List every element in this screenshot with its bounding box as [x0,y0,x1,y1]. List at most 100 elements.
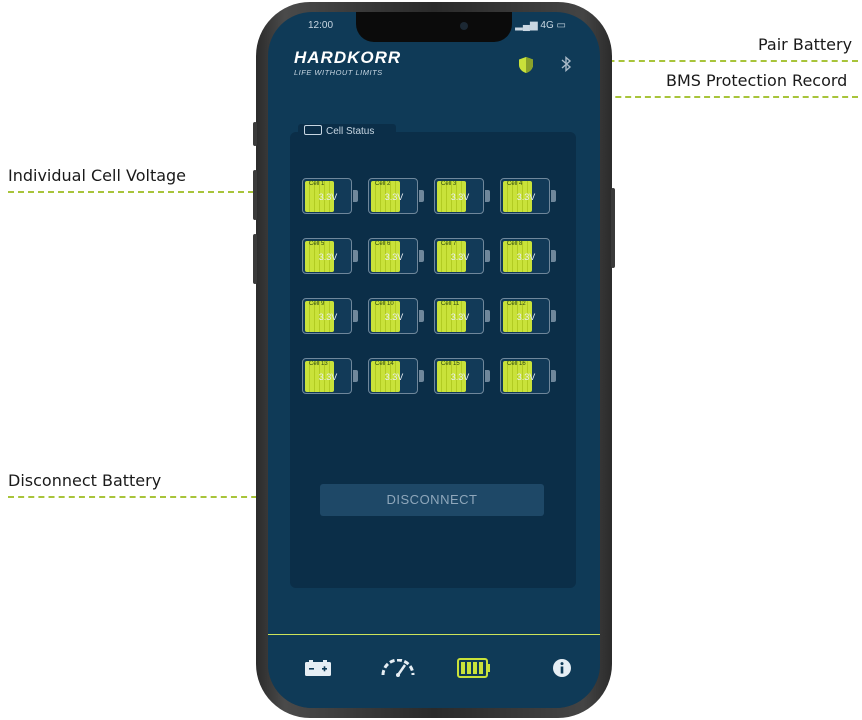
phone-volume-down [253,234,257,284]
cell-voltage: 3.3V [450,192,470,202]
bms-protection-record-callout: BMS Protection Record [666,71,848,90]
cell-terminal [419,250,424,262]
phone-notch [356,12,512,42]
cell-voltage: 3.3V [516,252,536,262]
cell-label: Cell 10 [375,301,394,307]
cell-charge-fill [503,361,532,392]
disconnect-button[interactable]: DISCONNECT [320,484,544,516]
cell-terminal [419,310,424,322]
cell-terminal [551,250,556,262]
individual-cell-voltage-callout: Individual Cell Voltage [8,166,187,185]
cell-label: Cell 8 [507,241,523,247]
cell-terminal [353,250,358,262]
cell-charge-fill [305,241,334,272]
cell-charge-fill [437,181,466,212]
cell-voltage: 3.3V [450,312,470,322]
shield-icon[interactable] [518,56,534,78]
cell-body: Cell 10 3.3V [368,298,418,334]
cell-status-tab: Cell Status [298,124,397,140]
cell-body: Cell 6 3.3V [368,238,418,274]
gauge-icon[interactable] [378,657,418,679]
battery-mini-icon [304,125,322,136]
cell-charge-fill [503,241,532,272]
cell-body: Cell 11 3.3V [434,298,484,334]
cell-label: Cell 9 [309,301,325,307]
cell-body: Cell 8 3.3V [500,238,550,274]
cell-charge-fill [305,301,334,332]
network-label: 4G [540,20,554,31]
app-tagline: LIFE WITHOUT LIMITS [294,68,383,77]
cell-charge-fill [371,241,400,272]
cell-charge-fill [371,181,400,212]
cell-battery: Cell 8 3.3V [500,238,556,274]
cell-voltage: 3.3V [318,312,338,322]
cell-charge-fill [371,361,400,392]
pair-battery-leader [578,60,858,62]
cell-terminal [551,310,556,322]
cell-voltage: 3.3V [384,312,404,322]
cell-body: Cell 9 3.3V [302,298,352,334]
bluetooth-icon[interactable] [560,55,572,75]
cell-voltage: 3.3V [318,252,338,262]
cell-charge-fill [437,361,466,392]
cell-voltage: 3.3V [516,192,536,202]
cell-label: Cell 16 [507,361,526,367]
cell-battery: Cell 9 3.3V [302,298,358,334]
cell-charge-fill [305,181,334,212]
cell-label: Cell 2 [375,181,391,187]
cell-voltage-leader [8,191,304,193]
cell-label: Cell 4 [507,181,523,187]
cell-charge-fill [503,181,532,212]
cell-terminal [485,250,490,262]
cell-label: Cell 14 [375,361,394,367]
bottom-nav [268,634,600,708]
cell-voltage: 3.3V [384,252,404,262]
cell-label: Cell 12 [507,301,526,307]
app-screen: 12:00 ▂▄▆ 4G ▭ HARDKORR LIFE WITHOUT LIM… [268,12,600,708]
cell-charge-fill [305,361,334,392]
status-time: 12:00 [308,20,334,31]
cell-battery: Cell 11 3.3V [434,298,490,334]
cell-battery: Cell 16 3.3V [500,358,556,394]
cell-terminal [419,190,424,202]
status-network: ▂▄▆ 4G ▭ [515,20,566,31]
cell-battery: Cell 1 3.3V [302,178,358,214]
cell-label: Cell 11 [441,301,460,307]
cell-voltage: 3.3V [516,372,536,382]
signal-icon: ▂▄▆ [515,20,538,31]
cell-voltage: 3.3V [450,252,470,262]
phone-frame: 12:00 ▂▄▆ 4G ▭ HARDKORR LIFE WITHOUT LIM… [253,2,615,718]
battery-overview-icon[interactable] [302,657,334,679]
cell-battery: Cell 4 3.3V [500,178,556,214]
cell-terminal [353,310,358,322]
cell-body: Cell 1 3.3V [302,178,352,214]
battery-status-icon: ▭ [556,20,566,31]
cell-status-icon[interactable] [456,657,492,679]
cell-voltage: 3.3V [318,192,338,202]
cell-voltage: 3.3V [384,192,404,202]
cell-voltage: 3.3V [318,372,338,382]
cell-charge-fill [371,301,400,332]
cell-label: Cell 1 [309,181,325,187]
cell-label: Cell 13 [309,361,328,367]
app-logo: HARDKORR [294,48,402,67]
cell-battery: Cell 2 3.3V [368,178,424,214]
cell-label: Cell 6 [375,241,391,247]
cell-battery: Cell 6 3.3V [368,238,424,274]
cell-status-title: Cell Status [326,126,375,137]
cell-terminal [551,370,556,382]
info-icon[interactable] [550,657,574,679]
cell-battery: Cell 10 3.3V [368,298,424,334]
cell-charge-fill [437,301,466,332]
cell-terminal [485,370,490,382]
